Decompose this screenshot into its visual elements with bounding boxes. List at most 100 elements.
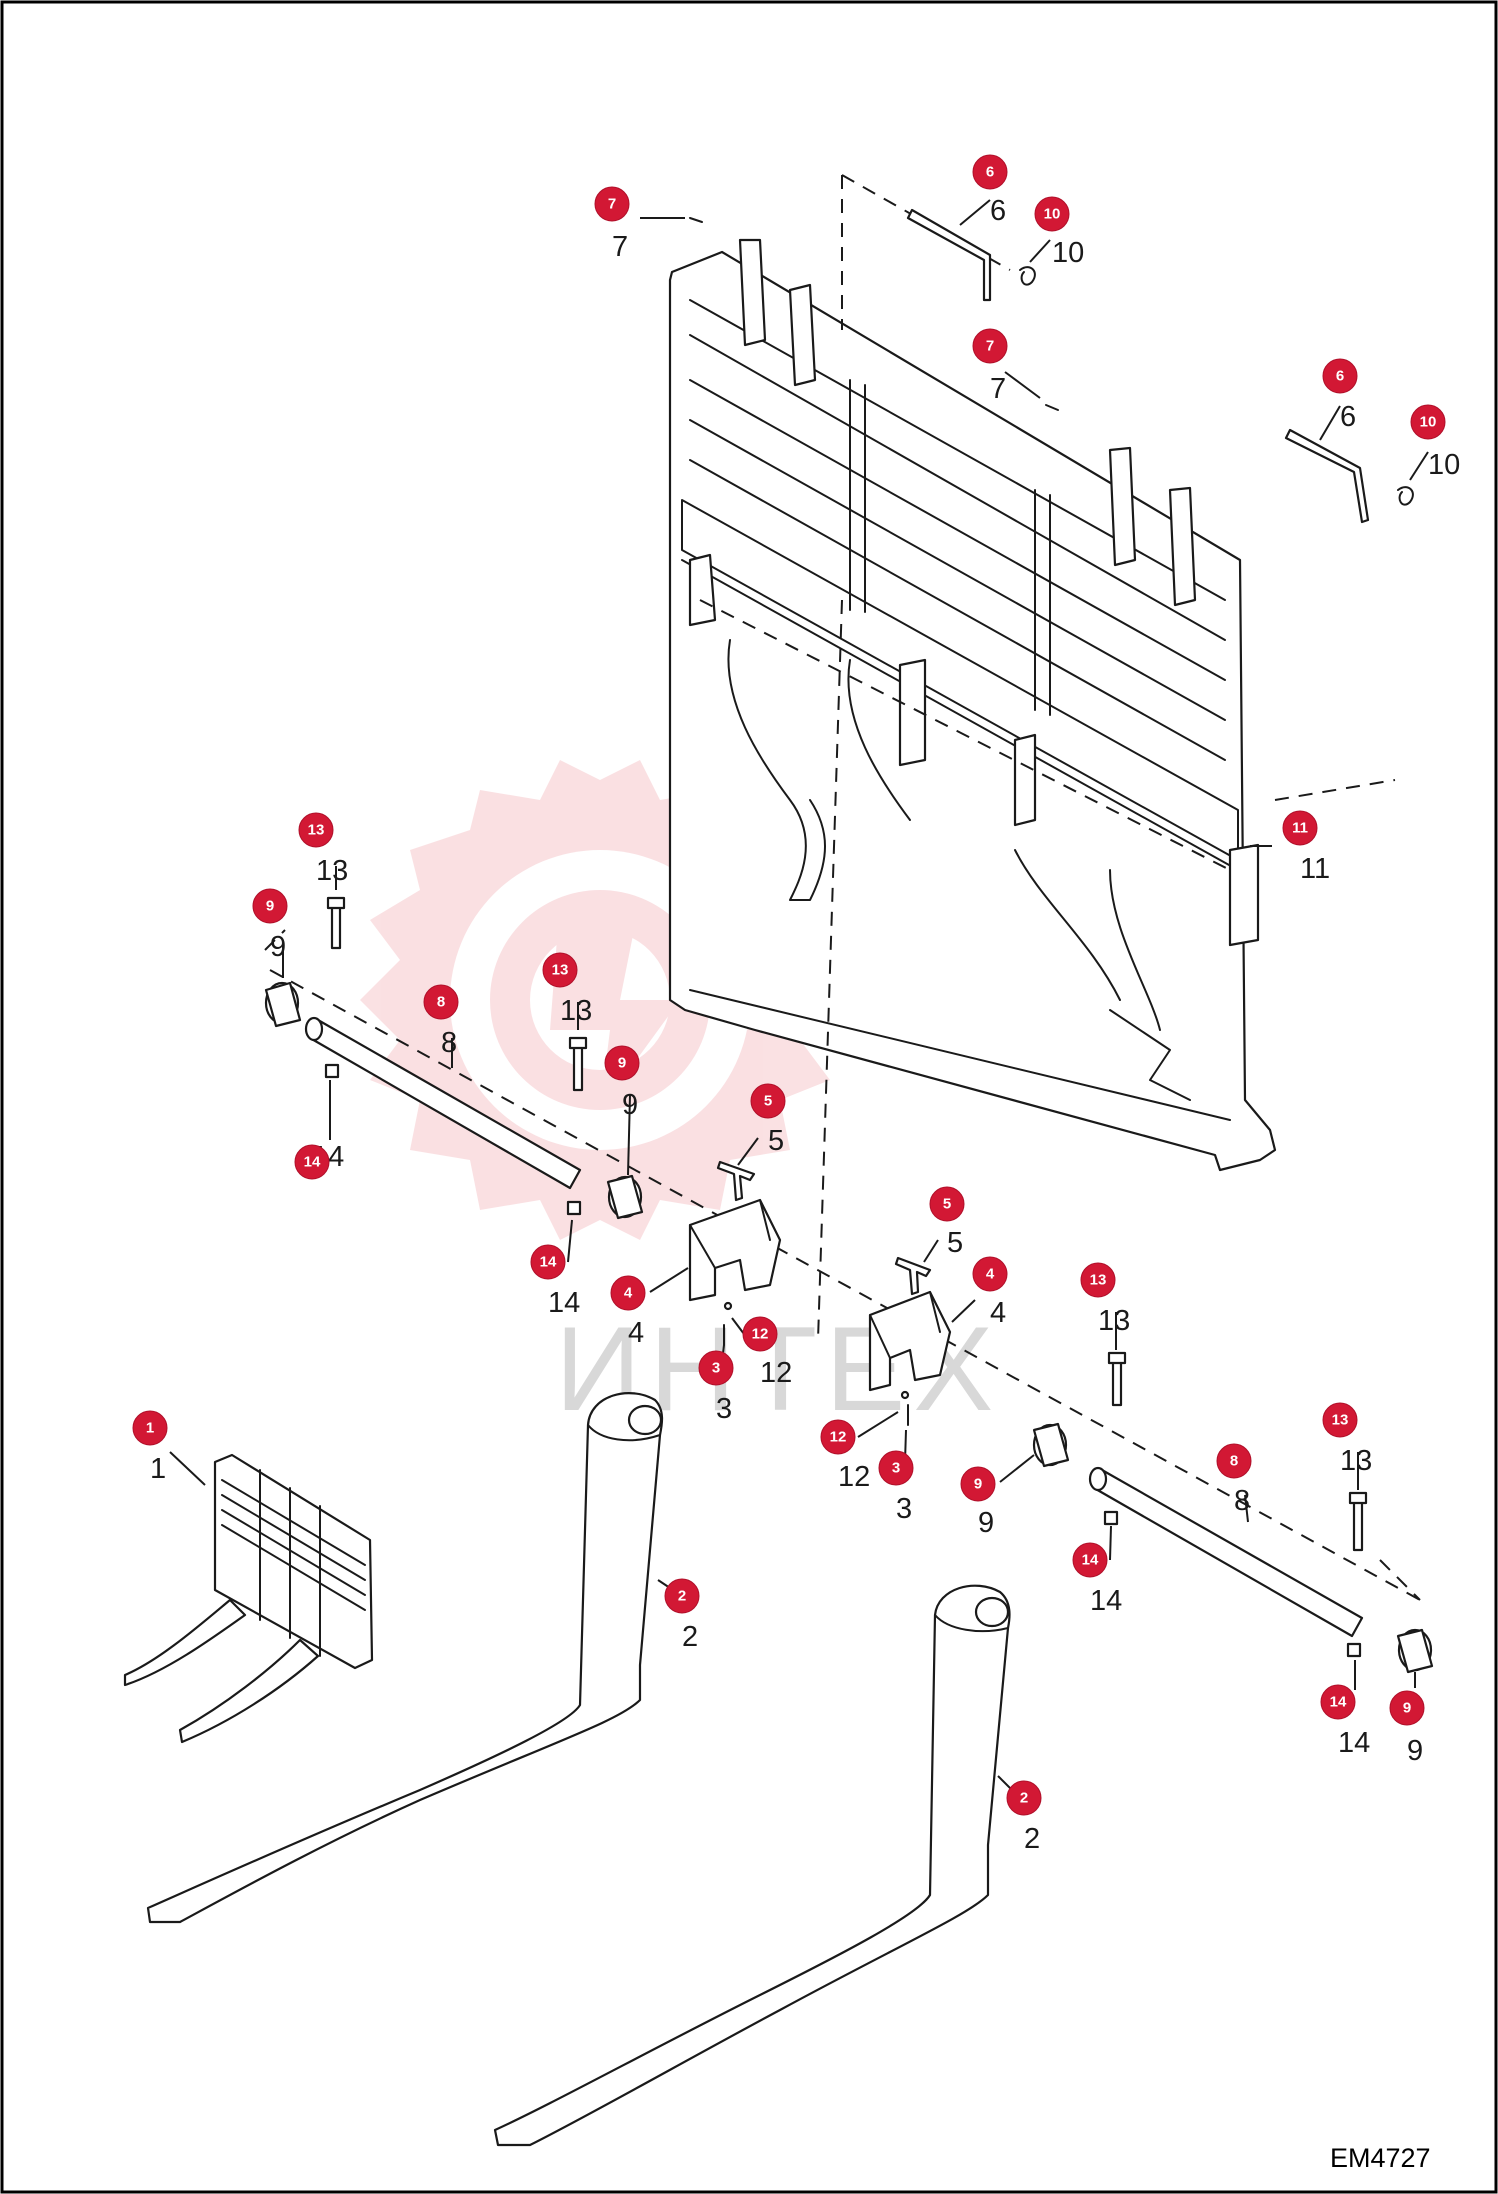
callout-number: 12 (760, 1357, 792, 1389)
callout-leader-line (997, 1775, 1013, 1791)
callout-badge (1072, 1542, 1108, 1578)
callout-badge (1034, 196, 1070, 232)
callout-label: 14 (540, 1254, 557, 1271)
callout-number: 3 (896, 1493, 912, 1525)
callout-badge (972, 154, 1008, 190)
callout-leader-line (649, 1267, 689, 1293)
callout-badge (1322, 1402, 1358, 1438)
drawing-code: EM4727 (1330, 2143, 1431, 2173)
callout-label: 11 (1292, 820, 1308, 837)
callout-number: 4 (990, 1297, 1006, 1329)
callout-leader-line (737, 1137, 759, 1166)
nut-left-inner (566, 1200, 582, 1216)
callout-number: 13 (316, 855, 348, 887)
callout-badge (604, 1045, 640, 1081)
callout-leader-line (1319, 405, 1341, 441)
callout-layer: 7766101077661010111113139988131314149955… (132, 154, 1460, 1855)
callout-badge (1006, 1780, 1042, 1816)
callout-3: 33 (698, 1344, 734, 1425)
callout-number: 13 (1098, 1305, 1130, 1337)
callout-label: 4 (624, 1285, 633, 1302)
callout-4: 44 (951, 1256, 1008, 1329)
callout-11: 11 11 (1250, 810, 1330, 885)
callout-leader-line (567, 1219, 573, 1263)
callout-leader-line (169, 1451, 206, 1486)
callout-label: 3 (892, 1460, 900, 1477)
t-pin-right (894, 1256, 932, 1296)
callout-5: 55 (737, 1083, 786, 1166)
callout-leader-line (627, 1094, 631, 1176)
callout-badge (298, 812, 334, 848)
collar-left-inner (606, 1174, 644, 1220)
callout-6: 66 (1319, 358, 1358, 441)
callout-number: 13 (560, 995, 592, 1027)
alignment-line-carriage (699, 599, 1231, 871)
callout-badge (542, 952, 578, 988)
callout-7: 77 (972, 328, 1041, 405)
bolt-left-outer (326, 896, 346, 950)
collar-left-outer (264, 981, 302, 1028)
callout-badge (1322, 358, 1358, 394)
callout-number: 3 (716, 1393, 732, 1425)
callout-1: 11 (132, 1410, 206, 1486)
callout-label: 12 (752, 1326, 769, 1343)
callout-label: 10 (1044, 206, 1061, 223)
alignment-line-right-pin (1274, 779, 1396, 801)
callout-badge (132, 1410, 168, 1446)
callout-badge (929, 1186, 965, 1222)
bolt-right-outer (1348, 1491, 1368, 1552)
nut-right-outer (1346, 1642, 1362, 1658)
callout-leader-line (951, 1299, 976, 1323)
callout-label: 9 (266, 898, 274, 915)
callout-number: 10 (1428, 449, 1460, 481)
callout-number: 14 (548, 1287, 580, 1319)
callout-5: 55 (923, 1186, 965, 1263)
nut-right-inner (1103, 1510, 1119, 1526)
callout-number: 11 (1300, 853, 1330, 885)
callout-number: 9 (270, 931, 286, 963)
callout-badge (750, 1083, 786, 1119)
callout-number: 9 (622, 1089, 638, 1121)
bracket-right (868, 1290, 952, 1392)
callout-number: 5 (768, 1125, 784, 1157)
callout-10: 10 10 (1409, 404, 1460, 481)
collar-right-outer (1396, 1628, 1434, 1674)
callout-number: 14 (1090, 1585, 1122, 1617)
callout-badge (742, 1316, 778, 1352)
callout-number: 4 (628, 1317, 644, 1349)
carriage-frame (668, 238, 1277, 1172)
callout-label: 7 (986, 338, 994, 355)
callout-badge (530, 1244, 566, 1280)
alignment-line-shaft (269, 969, 1421, 1601)
callout-leader-line (1409, 451, 1429, 481)
callout-badge (1282, 810, 1318, 846)
callout-number: 12 (838, 1461, 870, 1493)
collar-right-inner (1032, 1422, 1070, 1468)
callout-label: 10 (1420, 414, 1437, 431)
callout-badge (294, 1144, 330, 1180)
bracket-left (688, 1198, 782, 1302)
callout-label: 5 (764, 1093, 772, 1110)
callout-badge (878, 1450, 914, 1486)
callout-badge (594, 186, 630, 222)
callout-label: 4 (986, 1266, 995, 1283)
callout-label: 2 (678, 1588, 686, 1605)
callout-badge (1410, 404, 1446, 440)
callout-14: 14 14 (530, 1219, 580, 1319)
callout-label: 14 (1082, 1552, 1099, 1569)
callout-label: 13 (1332, 1412, 1349, 1429)
callout-badge (1389, 1690, 1425, 1726)
callout-label: 9 (1403, 1700, 1411, 1717)
callout-badge (1320, 1684, 1356, 1720)
callout-number: 10 (1052, 237, 1084, 269)
callout-badge (252, 888, 288, 924)
callout-12: 12 12 (731, 1316, 792, 1389)
shaft-right (1088, 1466, 1364, 1638)
